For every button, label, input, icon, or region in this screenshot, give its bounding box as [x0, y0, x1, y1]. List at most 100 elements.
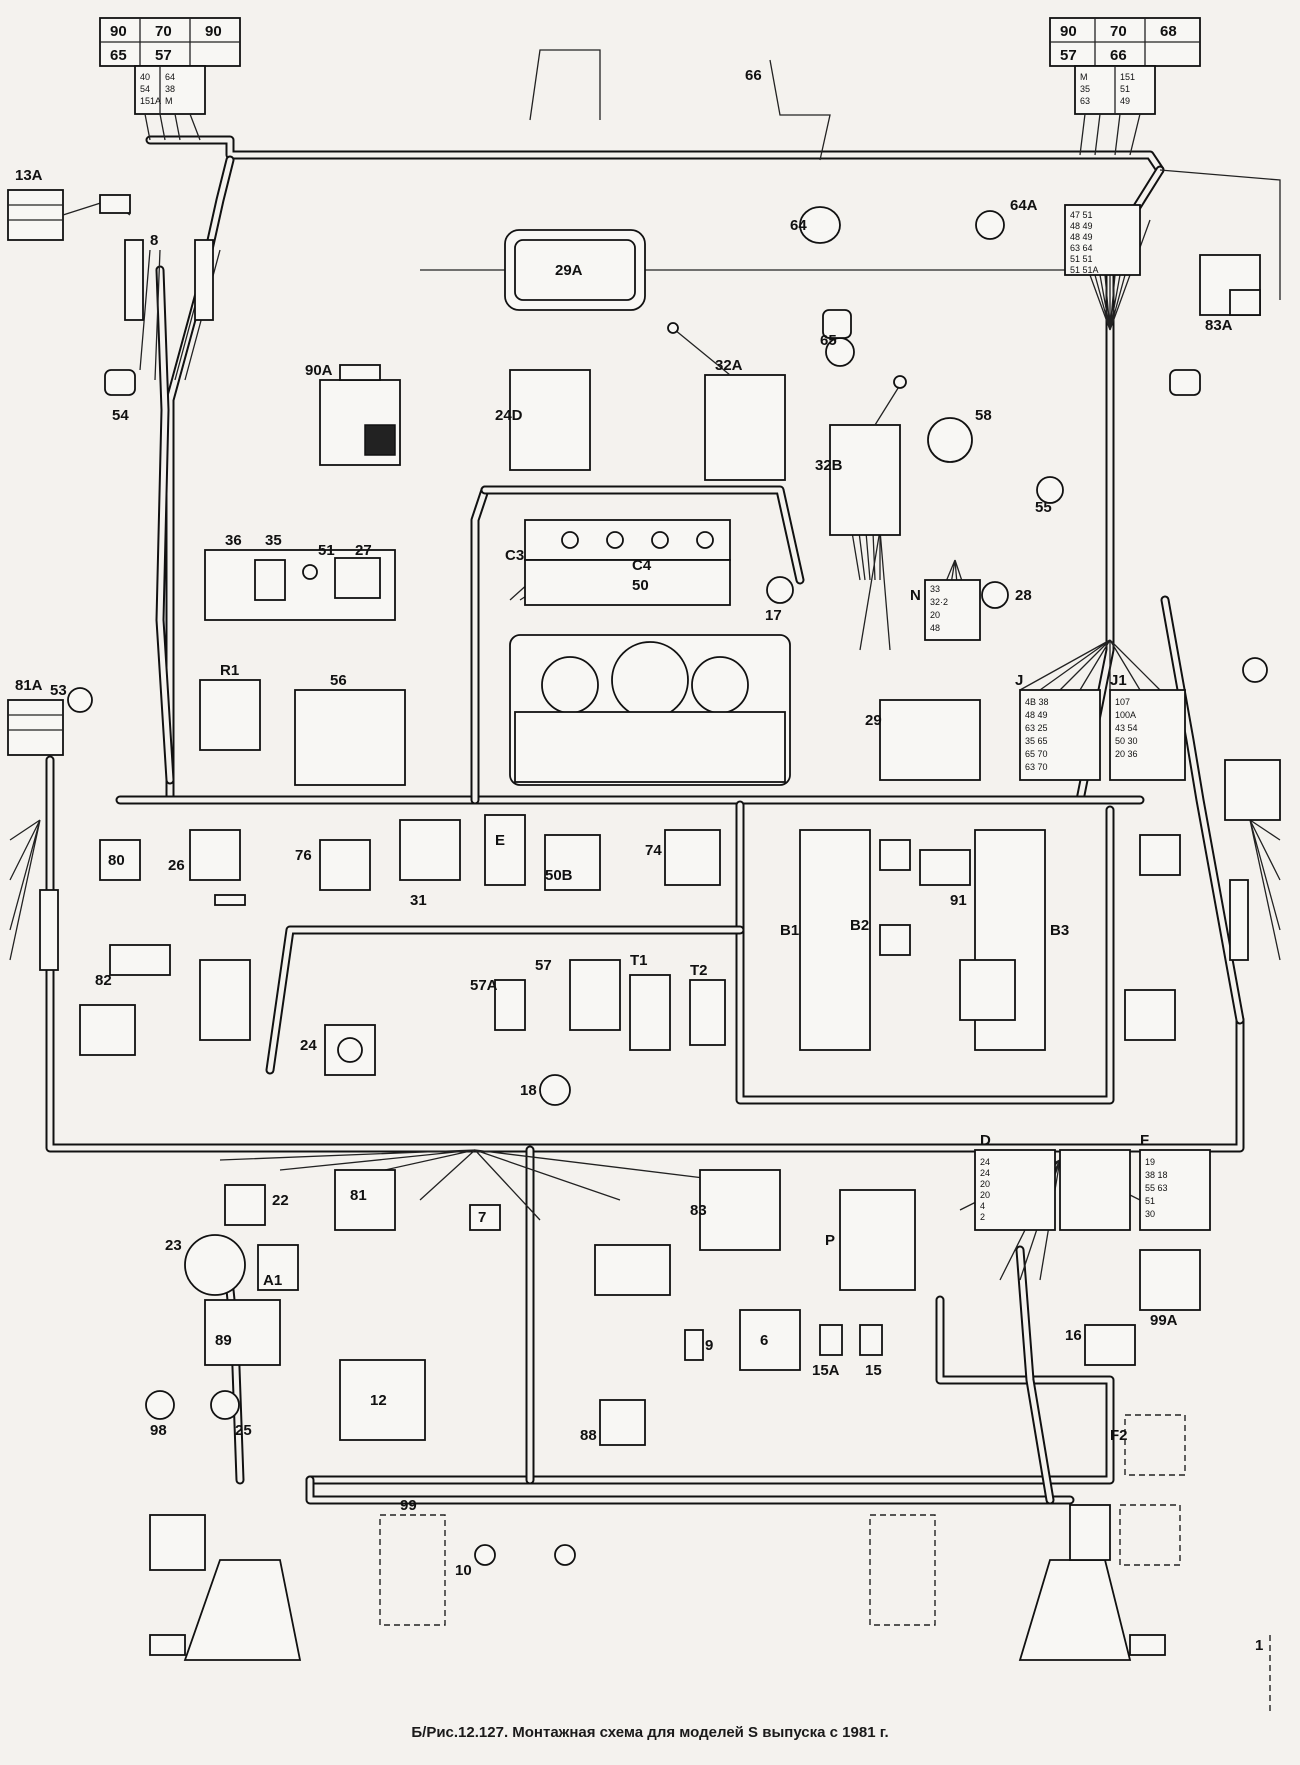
component-label: 57	[535, 957, 552, 974]
row-label: 70	[155, 23, 172, 40]
component-label: 36	[225, 532, 242, 549]
component-label: 24D	[495, 407, 523, 424]
pin-label: 54	[140, 84, 150, 94]
component-label: T2	[690, 962, 708, 979]
pin-label: 24	[980, 1157, 990, 1167]
top-left-switch-block: 90 70 90 57 65 40 54 151A 64 38 M	[99, 17, 241, 141]
component-label: 31	[410, 892, 427, 909]
pin-label: 48 49	[1070, 232, 1093, 242]
component-label: 25	[235, 1422, 252, 1439]
component-label: 50	[632, 577, 649, 594]
component-label: 58	[975, 407, 992, 424]
pin-label: 32·2	[930, 597, 948, 607]
component-label: 7	[478, 1209, 486, 1226]
pin-label: 49	[1120, 96, 1130, 106]
component-label: 57A	[470, 977, 498, 994]
pin-label: 51	[1120, 84, 1130, 94]
component-label: 90A	[305, 362, 333, 379]
component-label: 88	[580, 1427, 597, 1444]
component-label: 10	[455, 1562, 472, 1579]
pin-label: 30	[1145, 1209, 1155, 1219]
component-label: 22	[272, 1192, 289, 1209]
pin-label: 35 65	[1025, 736, 1048, 746]
row-label: 90	[110, 23, 127, 40]
component-label: 32B	[815, 457, 843, 474]
pin-label: 24	[980, 1168, 990, 1178]
component-label: 18	[520, 1082, 537, 1099]
component-label: 17	[765, 607, 782, 624]
component-label: 26	[168, 857, 185, 874]
component-label: 29	[865, 712, 882, 729]
pin-label: 19	[1145, 1157, 1155, 1167]
component-label: B1	[780, 922, 799, 939]
component-label: 32A	[715, 357, 743, 374]
pin-label: 63 25	[1025, 723, 1048, 733]
pin-label: 33	[930, 584, 940, 594]
component-label: 27	[355, 542, 372, 559]
pin-label: 151	[1120, 72, 1135, 82]
component-label: 16	[1065, 1327, 1082, 1344]
pin-label: 64	[165, 72, 175, 82]
component-label: 81A	[15, 677, 43, 694]
pin-label: M	[165, 96, 173, 106]
component-label: 91	[950, 892, 967, 909]
pin-label: 38	[165, 84, 175, 94]
component-label: 99A	[1150, 1312, 1178, 1329]
component-label: B3	[1050, 922, 1069, 939]
component-label: P	[825, 1232, 835, 1249]
component-label: 29A	[555, 262, 583, 279]
pin-label: 20 36	[1115, 749, 1138, 759]
pin-label: 20	[980, 1179, 990, 1189]
component-label: 64	[790, 217, 807, 234]
pin-label: 48 49	[1025, 710, 1048, 720]
figure-caption: Б/Рис.12.127. Монтажная схема для моделе…	[411, 1724, 889, 1741]
component-label: 15	[865, 1362, 882, 1379]
component-label: 8	[150, 232, 158, 249]
component-label: 89	[215, 1332, 232, 1349]
connector-pins: 47 51 48 49 48 49 63 64 51 51 51 51A 4B …	[924, 204, 1168, 1222]
component-label: 54	[112, 407, 129, 424]
component-label: 99	[400, 1497, 417, 1514]
component-label: 76	[295, 847, 312, 864]
row-label: 65	[110, 47, 127, 64]
component-labels: 8 13A 54 53 81A 80 82 26 56 R1 36 35 51 …	[15, 67, 1263, 1654]
component-label: C3	[505, 547, 524, 564]
component-label: E	[495, 832, 505, 849]
component-label: 81	[350, 1187, 367, 1204]
row-label: 90	[205, 23, 222, 40]
pin-label: 35	[1080, 84, 1090, 94]
pin-label: M	[1080, 72, 1088, 82]
corner-number: 1	[1255, 1637, 1263, 1654]
component-label: 83A	[1205, 317, 1233, 334]
pin-label: 38 18	[1145, 1170, 1168, 1180]
component-label: J	[1015, 672, 1023, 689]
component-label: 65	[820, 332, 837, 349]
component-label: 9	[705, 1337, 713, 1354]
component-label: 56	[330, 672, 347, 689]
top-right-switch-block: 90 70 68 57 66 M 35 63 151 51 49	[1049, 17, 1201, 156]
component-label: 51	[318, 542, 335, 559]
component-label: T1	[630, 952, 648, 969]
pin-label: 50 30	[1115, 736, 1138, 746]
component-label: 50B	[545, 867, 573, 884]
component-label: 80	[108, 852, 125, 869]
row-label: 90	[1060, 23, 1077, 40]
row-label: 68	[1160, 23, 1177, 40]
pin-label: 100A	[1115, 710, 1136, 720]
pin-label: 51 51A	[1070, 265, 1099, 275]
component-label: 74	[645, 842, 662, 859]
component-label: 28	[1015, 587, 1032, 604]
component-label: N	[910, 587, 921, 604]
pin-label: 2	[980, 1212, 985, 1222]
pin-label: 48	[930, 623, 940, 633]
harness-main	[45, 135, 1245, 1505]
pin-label: 63 64	[1070, 243, 1093, 253]
component-label: 13A	[15, 167, 43, 184]
pin-label: 51 51	[1070, 254, 1093, 264]
component-label: 83	[690, 1202, 707, 1219]
pin-label: 20	[980, 1190, 990, 1200]
component-label: F2	[1110, 1427, 1128, 1444]
component-label: A1	[263, 1272, 282, 1289]
component-label: R1	[220, 662, 239, 679]
